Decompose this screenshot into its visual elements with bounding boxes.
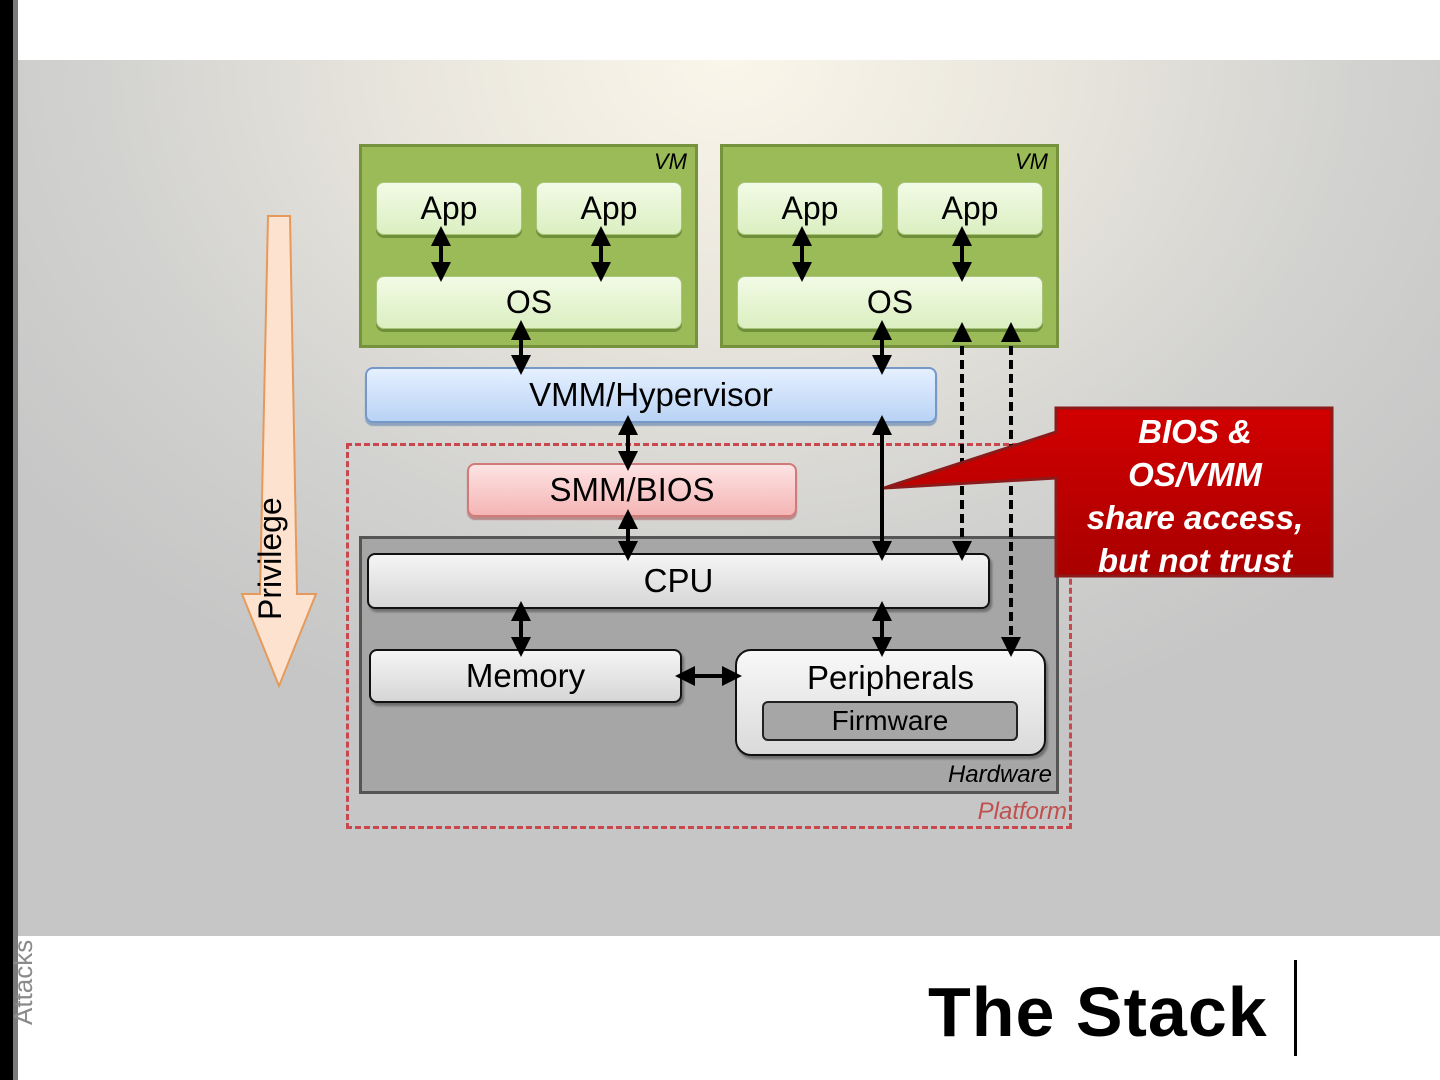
privilege-arrow (240, 215, 318, 689)
peripherals-box[interactable]: Peripherals Firmware (735, 649, 1046, 756)
platform-label: Platform (977, 798, 1067, 825)
firmware-box[interactable]: Firmware (762, 701, 1018, 741)
hardware-label: Hardware (947, 761, 1052, 788)
callout-line-4: but not trust (1097, 542, 1293, 579)
platform-region: Platform (346, 443, 1072, 829)
peripherals-label: Peripherals (807, 659, 974, 696)
callout-line-3: share access, (1086, 499, 1304, 536)
vm-2-label: VM (1015, 149, 1048, 174)
cpu-box[interactable]: CPU (367, 553, 990, 609)
left-accent-bar-secondary (13, 0, 18, 1080)
vm-1-label: VM (654, 149, 687, 174)
smm-bios-box[interactable]: SMM/BIOS (467, 463, 797, 517)
left-accent-bar (0, 0, 13, 1080)
slide-title: The Stack (928, 973, 1268, 1051)
memory-box[interactable]: Memory (369, 649, 682, 703)
hypervisor-box[interactable]: VMM/Hypervisor (365, 367, 937, 423)
title-divider (1294, 960, 1297, 1056)
callout-line-1: BIOS & (1138, 413, 1252, 450)
callout-text: BIOS & OS/VMM share access, but not trus… (1058, 410, 1332, 582)
callout-line-2: OS/VMM (1128, 456, 1262, 493)
callout-shape (883, 406, 1334, 578)
